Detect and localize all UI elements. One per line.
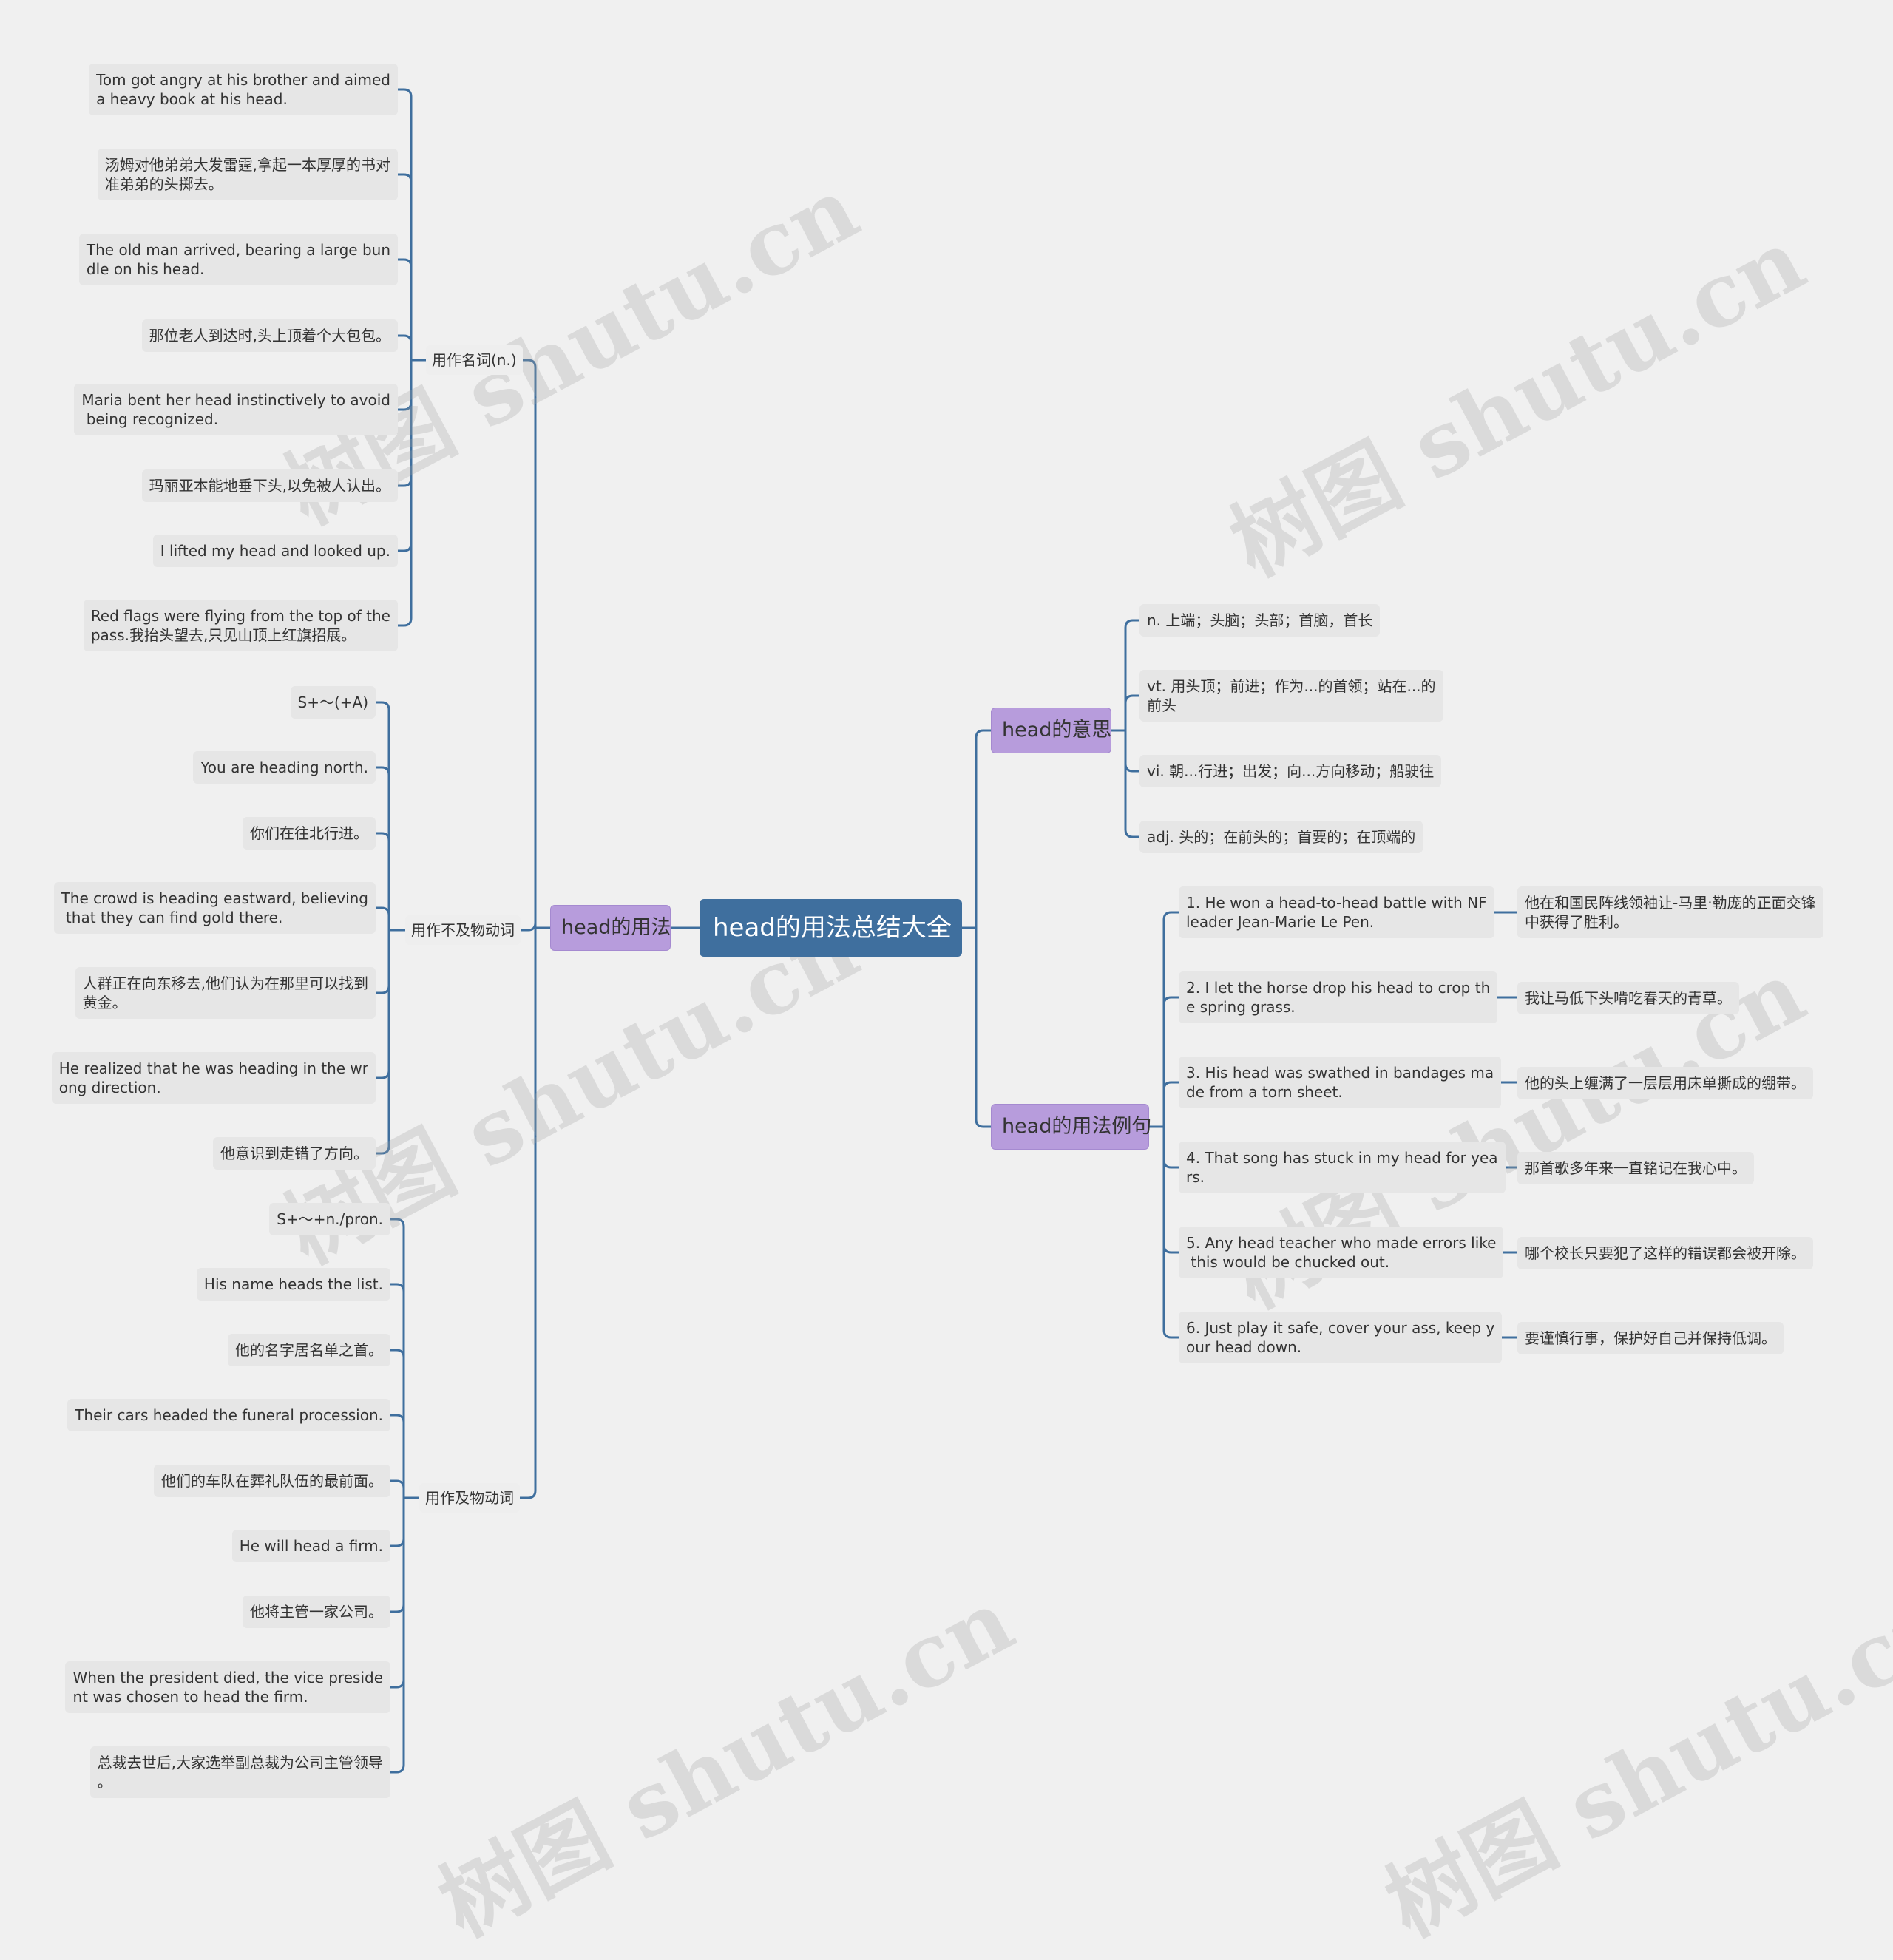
transitive-example[interactable]: He will head a firm. [231,1530,390,1562]
meaning-item[interactable]: vi. 朝...行进；出发；向...方向移动；船驶往 [1139,755,1442,787]
connector-line [376,906,405,932]
connector-line [398,334,426,362]
example-translation[interactable]: 他在和国民阵线领袖让-马里·勒庞的正面交锋 中获得了胜利。 [1517,886,1823,938]
example-sentence[interactable]: 6. Just play it safe, cover your ass, ke… [1179,1312,1503,1363]
meaning-item[interactable]: n. 上端；头脑；头部；首脑，首长 [1139,604,1381,637]
example-sentence[interactable]: 3. His head was swathed in bandages ma d… [1179,1057,1502,1108]
intransitive-example[interactable]: S+～(+A) [290,686,376,719]
connector-line [390,1283,419,1499]
connector-line [390,1349,419,1499]
sublabel-intransitive[interactable]: 用作不及物动词 [405,915,521,945]
sublabel-transitive[interactable]: 用作及物动词 [419,1483,520,1513]
noun-example[interactable]: I lifted my head and looked up. [152,535,398,567]
connector-line [390,1218,419,1499]
example-translation[interactable]: 那首歌多年来一直铭记在我心中。 [1517,1152,1754,1184]
root-topic[interactable]: head的用法总结大全 [700,899,962,957]
connector-line [398,88,426,362]
transitive-example[interactable]: S+～+n./pron. [269,1203,390,1235]
connector-line [962,926,991,1128]
intransitive-example[interactable]: 你们在往北行进。 [243,817,376,850]
connector-line [1149,911,1179,1128]
connector-line [398,258,426,362]
connector-lines [376,88,1517,1774]
connector-line [1111,619,1139,732]
connector-line [398,359,426,627]
transitive-example[interactable]: 他的名字居名单之首。 [228,1334,390,1366]
transitive-example[interactable]: 总裁去世后,大家选举副总裁为公司主管领导 。 [89,1746,390,1798]
connector-line [376,701,405,932]
connector-line [1149,996,1179,1128]
example-translation[interactable]: 哪个校长只要犯了这样的错误都会被开除。 [1517,1237,1813,1269]
transitive-example[interactable]: 他们的车队在葬礼队伍的最前面。 [154,1465,390,1497]
transitive-example[interactable]: Their cars headed the funeral procession… [67,1399,390,1431]
intransitive-example[interactable]: 他意识到走错了方向。 [213,1137,376,1170]
example-sentence[interactable]: 1. He won a head-to-head battle with NF … [1179,886,1494,938]
connector-line [390,1414,419,1499]
transitive-example[interactable]: 他将主管一家公司。 [243,1596,390,1628]
example-translation[interactable]: 要谨慎行事，保护好自己并保持低调。 [1517,1322,1784,1354]
branch-usage[interactable]: head的用法 [550,905,671,951]
intransitive-example[interactable]: You are heading north. [193,751,376,784]
connector-line [376,929,405,994]
connector-line [520,926,550,1499]
example-sentence[interactable]: 2. I let the horse drop his head to crop… [1179,971,1498,1023]
connector-line [962,729,991,929]
noun-example[interactable]: 那位老人到达时,头上顶着个大包包。 [141,319,398,352]
example-sentence[interactable]: 5. Any head teacher who made errors like… [1179,1227,1504,1278]
connector-line [376,832,405,932]
noun-example[interactable]: 玛丽亚本能地垂下头,以免被人认出。 [141,469,398,502]
meaning-item[interactable]: vt. 用头顶；前进；作为...的首领；站在...的 前头 [1139,670,1443,722]
connector-line [376,929,405,1155]
intransitive-example[interactable]: 人群正在向东移去,他们认为在那里可以找到 黄金。 [75,967,376,1019]
noun-example[interactable]: Tom got angry at his brother and aimed a… [89,64,398,115]
noun-example[interactable]: Maria bent her head instinctively to avo… [74,384,398,435]
transitive-example[interactable]: His name heads the list. [196,1268,390,1301]
branch-meaning[interactable]: head的意思 [991,708,1111,753]
connector-line [390,1496,419,1774]
meaning-item[interactable]: adj. 头的；在前头的；首要的；在顶端的 [1139,821,1423,853]
connector-line [1111,729,1139,838]
connector-line [390,1479,419,1499]
connector-line [523,359,550,929]
connector-line [376,929,405,1079]
intransitive-example[interactable]: The crowd is heading eastward, believing… [53,882,376,934]
example-translation[interactable]: 我让马低下头啃吃春天的青草。 [1517,982,1739,1014]
connector-line [1149,1081,1179,1128]
connector-line [398,173,426,362]
connector-line [1111,694,1139,732]
example-translation[interactable]: 他的头上缠满了一层层用床单撕成的绷带。 [1517,1067,1813,1099]
noun-example[interactable]: The old man arrived, bearing a large bun… [78,234,398,285]
transitive-example[interactable]: When the president died, the vice presid… [65,1661,390,1713]
sublabel-noun[interactable]: 用作名词(n.) [426,345,523,375]
connector-line [376,766,405,932]
example-sentence[interactable]: 4. That song has stuck in my head for ye… [1179,1142,1506,1193]
noun-example[interactable]: Red flags were flying from the top of th… [83,600,398,651]
branch-examples[interactable]: head的用法例句 [991,1104,1151,1150]
intransitive-example[interactable]: He realized that he was heading in the w… [51,1052,376,1104]
noun-example[interactable]: 汤姆对他弟弟大发雷霆,拿起一本厚厚的书对 准弟弟的头掷去。 [97,149,398,200]
connector-line [521,922,550,932]
connector-line [1149,1125,1179,1339]
